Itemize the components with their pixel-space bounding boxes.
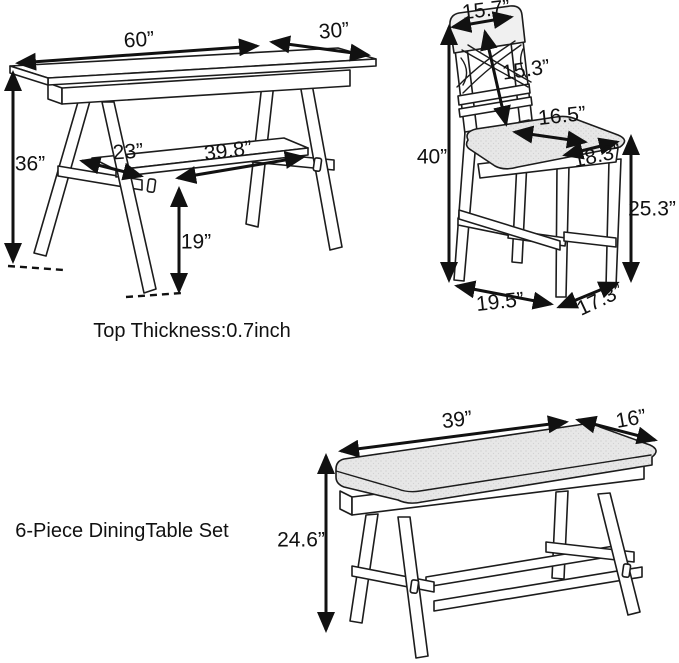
table-leg-span-arrow [79, 156, 144, 181]
bench-depth-label: 16” [614, 405, 648, 433]
chair-base-depth-label: 17.3” [573, 279, 626, 320]
table-height-label: 36” [15, 153, 45, 176]
table-shelf-length-arrow [175, 151, 306, 184]
bench-stretcher-long-lower [433, 566, 643, 612]
table-bracket-left [146, 178, 157, 194]
chair-seat-height-label: 25.3” [628, 198, 676, 221]
bench-frame-left [339, 490, 353, 516]
table-depth-label: 30” [318, 18, 350, 44]
bench-depth-arrow [575, 415, 658, 445]
chair-back-height-label: 15.3” [501, 55, 552, 84]
table-width-arrow [15, 38, 260, 71]
table-leg-front-left [101, 101, 157, 294]
table-floor-dash-center [125, 291, 183, 299]
bench-stretcher-right [545, 541, 635, 563]
bench-bracket-right [621, 563, 632, 579]
chair-overall-height-label: 40” [417, 146, 447, 169]
chair-back-width-arrow [450, 11, 514, 33]
chair-seat-depth-arrow [562, 137, 620, 160]
table-apron-front [61, 69, 351, 105]
chair-stretcher-right [563, 231, 617, 248]
bench-drawing: 39” 16” 24.6” [277, 405, 658, 659]
chair-base-depth-arrow [556, 281, 620, 309]
set-caption: 6-Piece DiningTable Set [15, 520, 229, 542]
table-bracket-right [312, 157, 323, 173]
table-shelf-height-label: 19” [181, 231, 211, 254]
bench-bracket-left [409, 579, 420, 595]
chair-base-width-arrow [454, 280, 554, 310]
table-depth-arrow [269, 35, 371, 62]
chair-drawing: 15.7” 15.3” 16.5” 18.3” 40” 25.3” 19.5” … [417, 0, 676, 321]
table-width-label: 60” [123, 27, 155, 52]
table-apron-left [47, 82, 63, 105]
chair-stretcher-left [458, 209, 561, 251]
bench-height-label: 24.6” [277, 529, 325, 552]
bench-cushion-edge [335, 454, 652, 493]
table-leg-span-label: 23” [112, 139, 144, 164]
chair-back-height-arrow [480, 29, 511, 127]
table-floor-dash-left [7, 264, 65, 272]
chair-base-width-label: 19.5” [475, 288, 525, 316]
chair-seat-width-label: 16.5” [537, 102, 587, 130]
bench-leg-front-right [597, 492, 641, 616]
table-drawing: 60” 30” 36” 23” 39.8” 19” Top Thickness:… [4, 18, 377, 342]
bench-width-label: 39” [441, 407, 474, 434]
table-note: Top Thickness:0.7inch [93, 320, 291, 342]
bench-width-arrow [338, 415, 569, 458]
